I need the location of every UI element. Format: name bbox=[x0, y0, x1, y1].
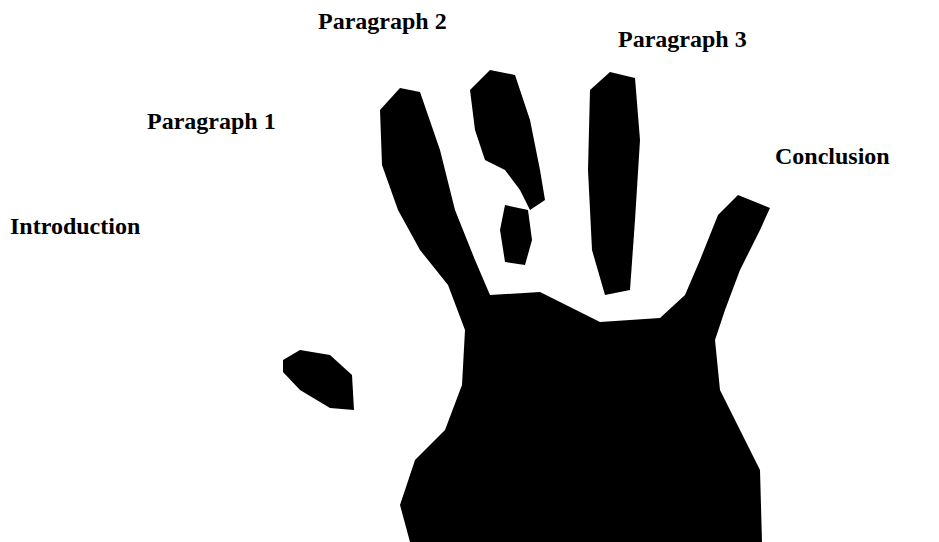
section-label: Paragraph 1 bbox=[147, 108, 276, 136]
thumb-print bbox=[283, 350, 354, 410]
middle-finger-print bbox=[470, 70, 545, 210]
section-label: Conclusion bbox=[775, 143, 890, 171]
palm-print bbox=[380, 88, 770, 542]
section-label: Introduction bbox=[10, 213, 140, 241]
section-label: Paragraph 3 bbox=[618, 26, 747, 54]
ring-finger-print bbox=[588, 72, 640, 295]
middle-finger-tip-print bbox=[500, 205, 532, 265]
section-label: Paragraph 2 bbox=[318, 8, 447, 36]
